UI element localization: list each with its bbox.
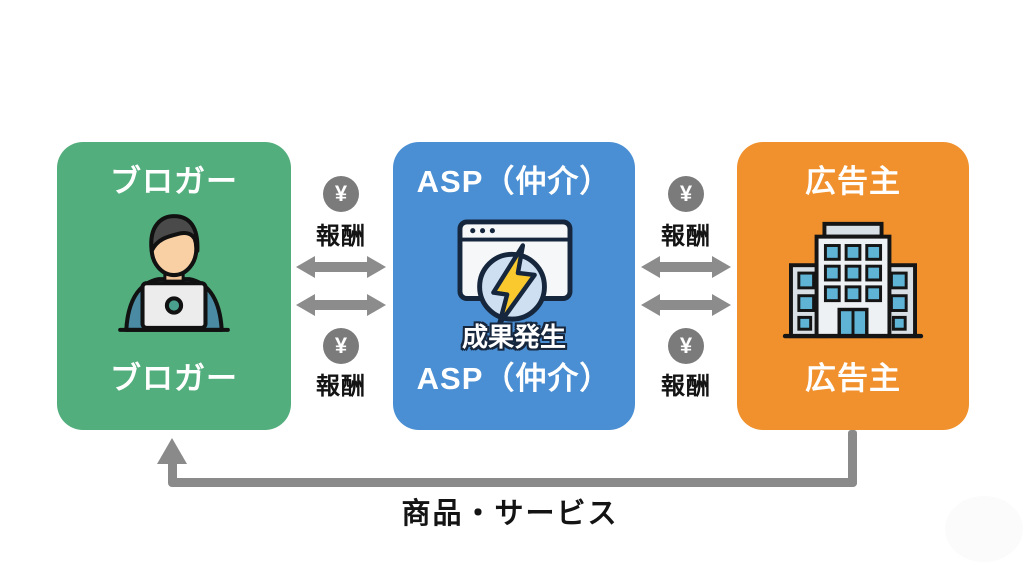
asp-footer-label: ASP（仲介）	[416, 361, 612, 396]
reward-label: 報酬	[661, 373, 711, 400]
elbow-arrow-up-icon	[168, 478, 857, 487]
double-headed-arrow-icon	[641, 256, 731, 278]
advertiser-title: 広告主	[805, 164, 901, 199]
reward-label: 報酬	[316, 223, 366, 250]
yen-circle-icon: ¥	[668, 176, 704, 212]
elbow-arrow-up-icon	[168, 461, 177, 483]
yen-circle-icon: ¥	[323, 328, 359, 364]
browser-lightning-icon	[393, 216, 635, 326]
reward-label: 報酬	[661, 223, 711, 250]
reward-label: 報酬	[316, 373, 366, 400]
blogger-node: ブロガー ブロガー	[57, 142, 291, 430]
blogger-footer-label: ブロガー	[110, 361, 238, 396]
asp-title: ASP（仲介）	[416, 164, 612, 199]
double-headed-arrow-icon	[296, 294, 386, 316]
yen-circle-icon: ¥	[668, 328, 704, 364]
goods-services-label: 商品・サービス	[401, 498, 619, 530]
arrowhead-up-icon	[157, 438, 187, 464]
double-headed-arrow-icon	[296, 256, 386, 278]
advertiser-node: 広告主	[737, 142, 969, 430]
asp-node: ASP（仲介） 成果発生 ASP（仲介）	[393, 142, 635, 430]
watermark-smudge	[945, 496, 1023, 562]
building-icon	[737, 214, 969, 342]
blogger-title: ブロガー	[110, 164, 238, 199]
person-laptop-icon	[57, 206, 291, 338]
advertiser-footer-label: 広告主	[805, 361, 901, 396]
elbow-arrow-up-icon	[848, 430, 857, 486]
double-headed-arrow-icon	[641, 294, 731, 316]
yen-circle-icon: ¥	[323, 176, 359, 212]
asp-caption: 成果発生	[461, 322, 566, 352]
